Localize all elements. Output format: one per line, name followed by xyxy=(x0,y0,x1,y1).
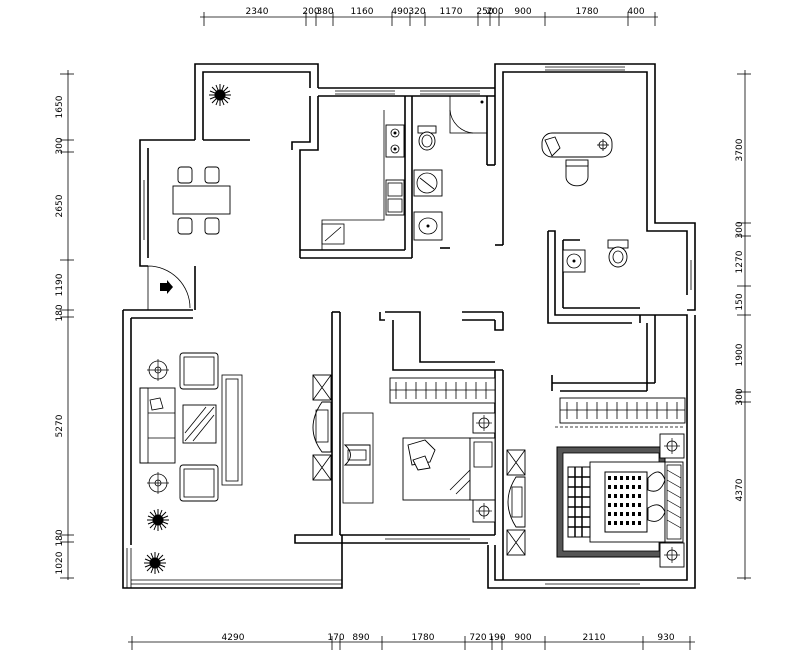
washbasin-icon xyxy=(413,211,443,241)
dim-left-4: 1190 xyxy=(55,273,65,296)
dim-top-11: 1780 xyxy=(576,7,599,17)
right-dimension-line: 3700 300 1270 150 1900 300 4370 xyxy=(735,70,751,580)
dim-bottom-6: 190 xyxy=(488,633,505,643)
wardrobe xyxy=(389,377,496,404)
nightstand-icon xyxy=(472,499,496,523)
dim-top-1: 2340 xyxy=(246,7,269,17)
dim-left-1: 1650 xyxy=(55,95,65,118)
kitchen-counter xyxy=(321,110,405,250)
door-arrow-icon xyxy=(160,280,173,294)
stove-icon xyxy=(385,124,405,158)
dim-top-4: 1160 xyxy=(351,7,374,17)
dim-top-2: 200 xyxy=(302,7,319,17)
dim-top-7: 1170 xyxy=(440,7,463,17)
bathroom-fixtures xyxy=(413,95,488,241)
bed xyxy=(567,461,684,543)
master-bedroom-furniture xyxy=(506,397,686,568)
dim-bottom-5: 720 xyxy=(469,633,486,643)
dim-left-3: 2650 xyxy=(55,194,65,217)
master-bath-fixtures xyxy=(562,239,629,273)
dim-bottom-2: 170 xyxy=(327,633,344,643)
nightstand-icon xyxy=(659,542,685,568)
plant-icon xyxy=(144,84,231,574)
dim-top-5: 490 xyxy=(391,7,408,17)
study-desk xyxy=(541,132,613,187)
dim-bottom-1: 4290 xyxy=(222,633,245,643)
dim-bottom-9: 930 xyxy=(657,633,674,643)
bottom-dimension-line: 4290 170 890 1780 720 190 900 2110 930 xyxy=(128,633,695,650)
living-room-sofa-set xyxy=(139,352,243,502)
dim-right-7: 4370 xyxy=(735,478,745,501)
windows xyxy=(126,63,696,589)
walls xyxy=(122,63,696,589)
wardrobe xyxy=(555,397,686,428)
washing-machine-icon xyxy=(413,169,443,197)
dim-left-5: 180 xyxy=(55,304,65,321)
bedroom-2-furniture xyxy=(342,377,496,523)
dim-bottom-3: 890 xyxy=(352,633,369,643)
dim-right-1: 3700 xyxy=(735,138,745,161)
toilet-icon xyxy=(417,125,437,151)
dim-top-8: 250 xyxy=(476,7,493,17)
entrance-door xyxy=(147,265,191,310)
washbasin-icon xyxy=(562,249,586,273)
top-dimension-line: 2340 200 380 1160 490 320 1170 250 200 9… xyxy=(200,7,658,26)
dim-top-9: 200 xyxy=(486,7,503,17)
dim-right-2: 300 xyxy=(735,221,745,238)
dim-right-5: 1900 xyxy=(735,343,745,366)
nightstand-icon xyxy=(472,412,496,434)
dim-bottom-7: 900 xyxy=(514,633,531,643)
dim-top-10: 900 xyxy=(514,7,531,17)
shower-icon xyxy=(449,95,488,134)
table-lamp-icon xyxy=(147,472,169,494)
dim-top-12: 400 xyxy=(627,7,644,17)
dim-right-4: 150 xyxy=(735,293,745,310)
nightstand-icon xyxy=(659,433,685,459)
left-dimension-line: 1650 300 2650 1190 180 5270 180 1020 xyxy=(55,70,74,580)
dim-left-2: 300 xyxy=(55,137,65,154)
dim-top-6: 320 xyxy=(408,7,425,17)
bed xyxy=(402,437,496,501)
dim-left-8: 1020 xyxy=(55,551,65,574)
sink-icon xyxy=(385,179,405,216)
tv-cabinet xyxy=(312,374,332,481)
dim-right-6: 300 xyxy=(735,388,745,405)
dim-top-3: 380 xyxy=(316,7,333,17)
table-lamp-icon xyxy=(147,359,169,381)
dim-bottom-8: 2110 xyxy=(583,633,606,643)
dim-left-6: 5270 xyxy=(55,414,65,437)
toilet-icon xyxy=(607,239,629,268)
dim-bottom-4: 1780 xyxy=(412,633,435,643)
dining-table xyxy=(172,166,231,235)
dim-right-3: 1270 xyxy=(735,250,745,273)
dim-left-7: 180 xyxy=(55,529,65,546)
